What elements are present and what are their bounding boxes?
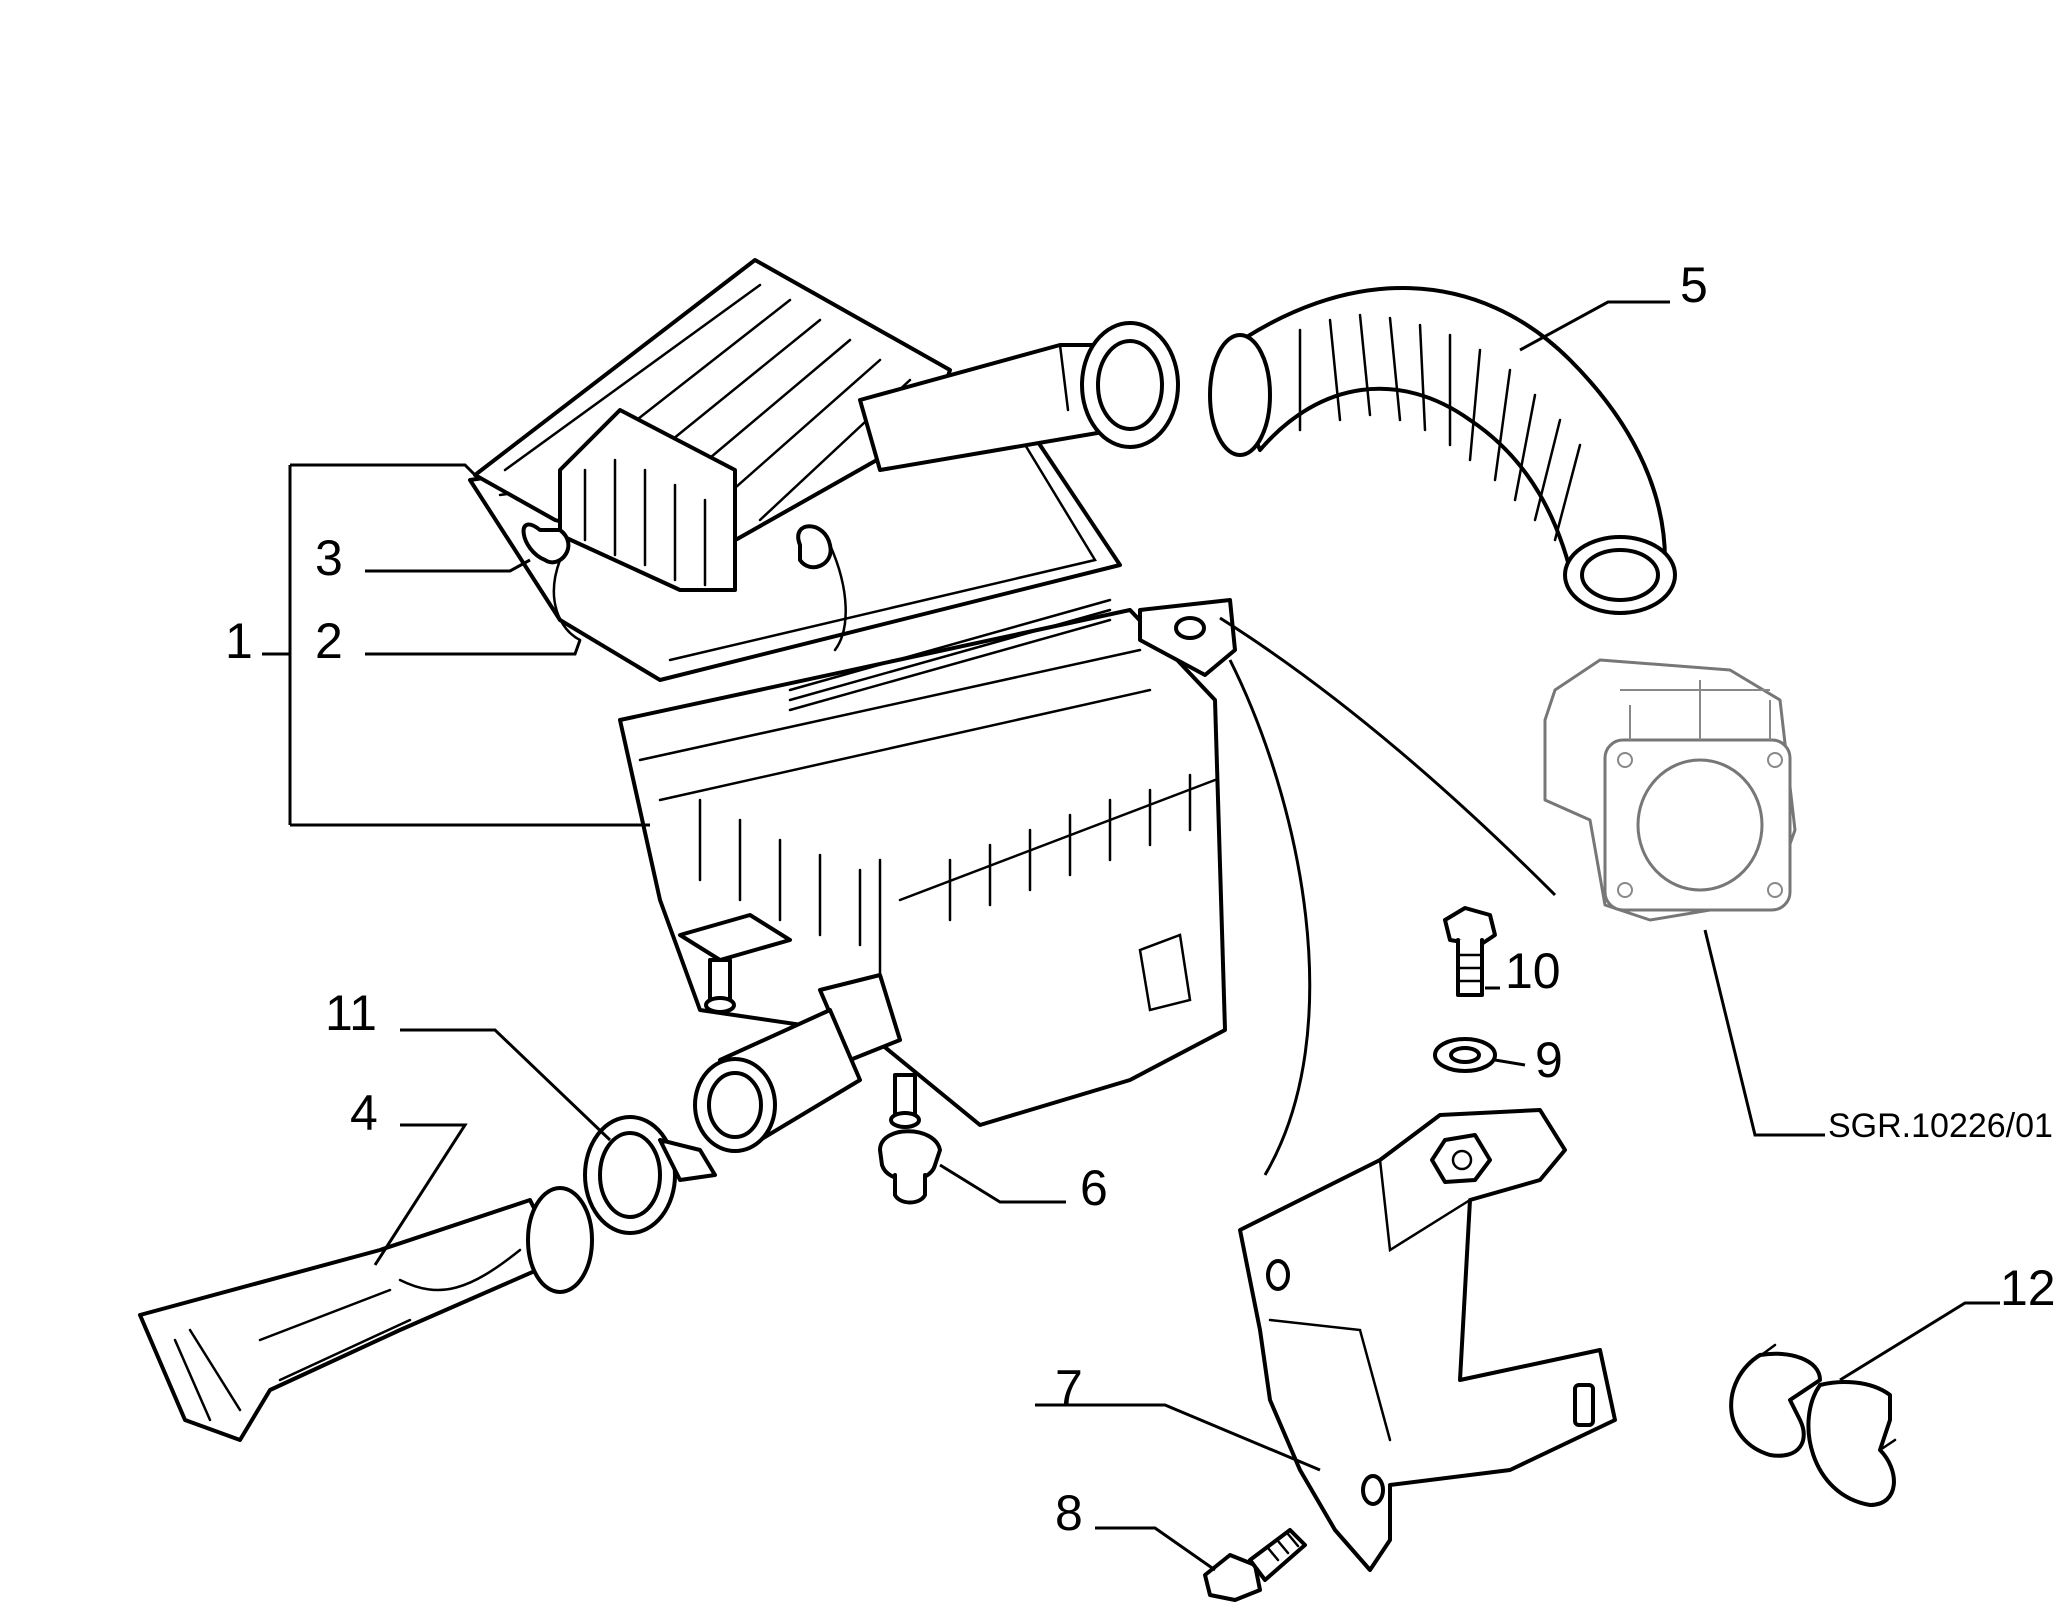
washer	[1433, 1037, 1497, 1073]
callout-10: 10	[1505, 943, 1561, 999]
air-filter-housing	[618, 598, 1237, 1129]
leader-lines	[262, 300, 2000, 1572]
filter-cover	[473, 258, 1180, 592]
intake-hose	[1208, 286, 1677, 615]
mounting-bracket	[1238, 1108, 1617, 1572]
callout-labels: 1 2 3 4 5 6 7 8 9 10 11 12 SGR.10226/01	[225, 257, 2056, 1541]
bolt-8	[1203, 1528, 1307, 1602]
callout-9: 9	[1535, 1032, 1563, 1088]
hose-clamp	[583, 1115, 717, 1235]
rubber-plug	[878, 1129, 942, 1205]
retaining-clips	[521, 522, 847, 652]
hose-clip	[1729, 1343, 1897, 1507]
callout-2: 2	[315, 613, 343, 669]
callout-6: 6	[1080, 1160, 1108, 1216]
callout-1: 1	[225, 613, 253, 669]
throttle-body	[1543, 658, 1797, 922]
callout-7: 7	[1055, 1360, 1083, 1416]
inlet-duct	[138, 1186, 594, 1442]
callout-4: 4	[350, 1085, 378, 1141]
callout-5: 5	[1680, 257, 1708, 313]
housing-outlet	[693, 973, 902, 1153]
callout-11: 11	[325, 985, 377, 1041]
callout-12: 12	[2000, 1260, 2056, 1316]
callout-8: 8	[1055, 1485, 1083, 1541]
bolt-10	[1443, 906, 1497, 997]
reference-code: SGR.10226/01	[1828, 1107, 2053, 1145]
callout-3: 3	[315, 530, 343, 586]
